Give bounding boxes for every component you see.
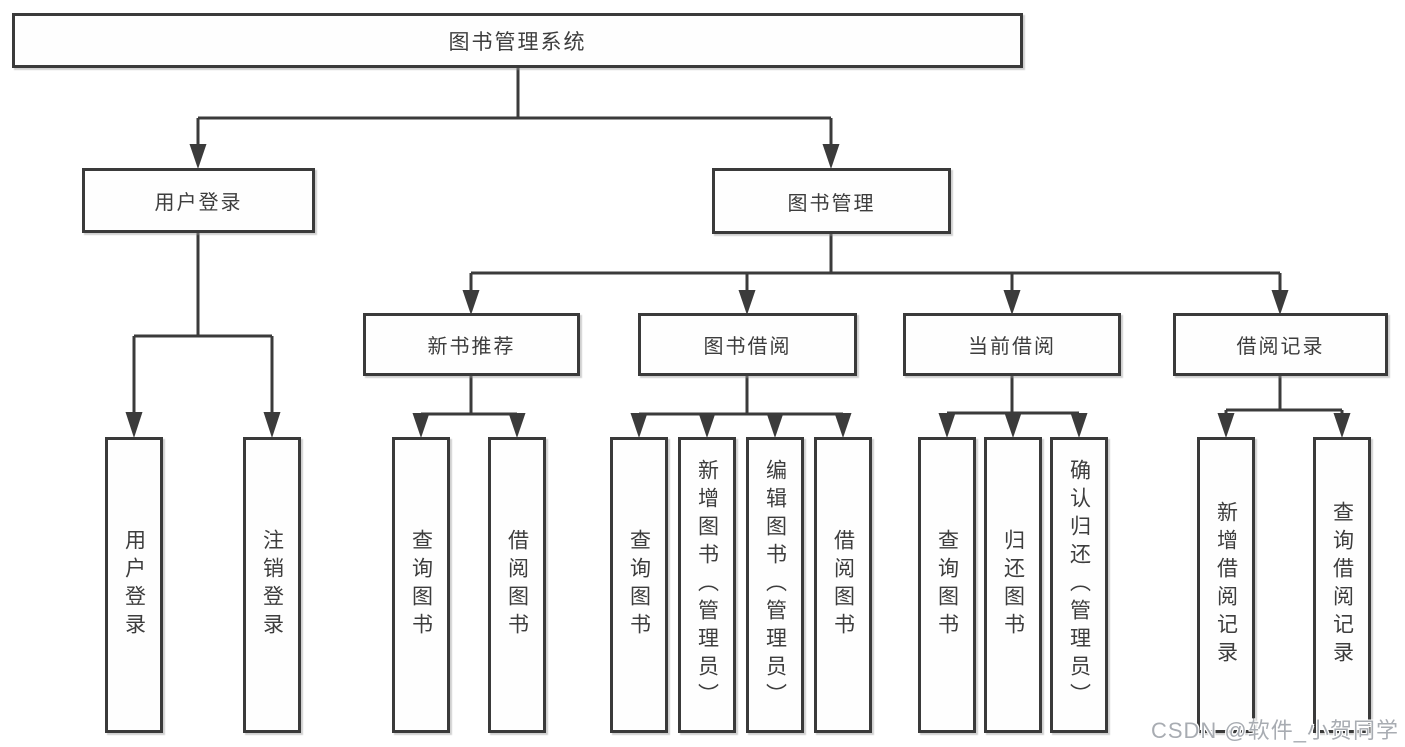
node-logout: 注销登录: [243, 437, 301, 733]
node-label: 新书推荐: [427, 336, 516, 358]
node-label: 当前借阅: [968, 336, 1056, 358]
node-label: 图书管理系统: [448, 30, 587, 54]
node-query-books-current: 查询图书: [918, 437, 976, 733]
node-edit-book-admin: 编辑图书（管理员）: [746, 437, 804, 733]
arrowheads: [125, 144, 1351, 438]
node-label: 新增借阅记录: [1214, 501, 1238, 669]
node-add-book-admin: 新增图书（管理员）: [678, 437, 736, 733]
node-query-borrow-record: 查询借阅记录: [1313, 437, 1371, 733]
node-label: 借阅记录: [1236, 336, 1325, 358]
node-label: 编辑图书（管理员）: [763, 459, 787, 711]
node-current-borrowing: 当前借阅: [903, 313, 1121, 376]
node-borrow-books-recommend: 借阅图书: [488, 437, 546, 733]
node-label: 查询图书: [935, 529, 959, 641]
node-label: 注销登录: [260, 529, 284, 641]
node-label: 查询图书: [627, 529, 651, 641]
node-borrowing-records: 借阅记录: [1173, 313, 1388, 376]
node-query-books-recommend: 查询图书: [392, 437, 450, 733]
node-borrow-books: 借阅图书: [814, 437, 872, 733]
node-label: 借阅图书: [831, 529, 855, 641]
csdn-watermark: CSDN @软件_小贺同学: [1150, 718, 1399, 743]
node-label: 查询图书: [409, 529, 433, 641]
node-label: 用户登录: [122, 529, 146, 641]
node-library-system: 图书管理系统: [12, 13, 1023, 68]
node-return-books: 归还图书: [984, 437, 1042, 733]
node-query-books-borrowing: 查询图书: [610, 437, 668, 733]
node-label: 新增图书（管理员）: [695, 459, 719, 711]
node-user-login-leaf: 用户登录: [105, 437, 163, 733]
node-label: 图书管理: [787, 192, 876, 215]
node-label: 确认归还（管理员）: [1067, 459, 1091, 711]
node-new-book-recommend: 新书推荐: [363, 313, 580, 376]
node-label: 借阅图书: [505, 529, 529, 641]
node-book-management: 图书管理: [712, 168, 951, 234]
node-label: 查询借阅记录: [1330, 501, 1354, 669]
node-label: 图书借阅: [703, 336, 792, 358]
node-add-borrow-record: 新增借阅记录: [1197, 437, 1255, 733]
node-book-borrowing: 图书借阅: [638, 313, 857, 376]
node-label: 用户登录: [154, 192, 243, 214]
node-user-login: 用户登录: [82, 168, 315, 233]
node-confirm-return-admin: 确认归还（管理员）: [1050, 437, 1108, 733]
node-label: 归还图书: [1001, 529, 1025, 641]
